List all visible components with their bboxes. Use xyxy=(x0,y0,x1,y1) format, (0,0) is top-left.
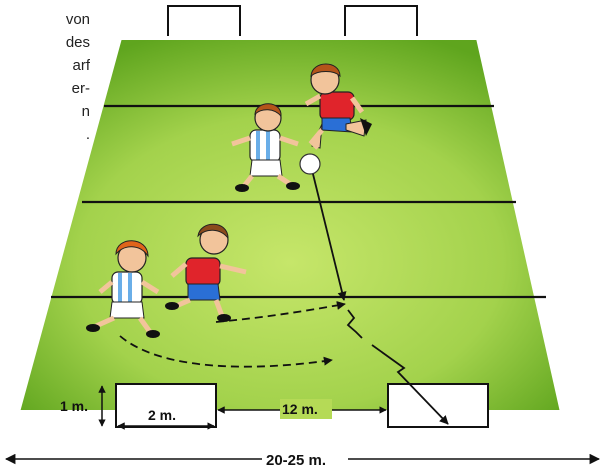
soccer-ball xyxy=(300,154,320,174)
far-goal-right xyxy=(345,6,417,38)
far-goal-left xyxy=(168,6,240,38)
near-goal-right xyxy=(388,384,488,427)
label-goal-width: 2 m. xyxy=(148,407,176,423)
playing-field xyxy=(18,38,562,412)
label-goal-distance: 12 m. xyxy=(282,401,318,417)
label-goal-height: 1 m. xyxy=(60,398,88,414)
label-field-width: 20-25 m. xyxy=(266,452,326,469)
